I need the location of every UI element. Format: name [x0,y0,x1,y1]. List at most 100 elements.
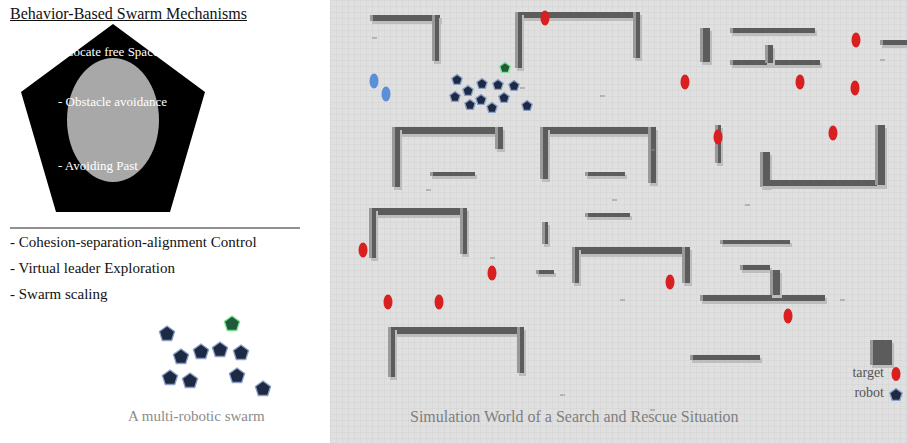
wall [633,12,640,58]
wall-face [515,12,518,68]
caption-label: Simulation World of a Search and Rescue … [410,408,739,426]
wall-face [585,213,588,217]
wall-face [432,15,435,61]
wall-face [495,127,498,149]
debris [620,300,625,301]
target [796,75,805,90]
debris [520,88,525,89]
target [681,75,690,90]
mechanism-pentagon: - Locate free Space- Obstacle avoidance-… [18,22,208,214]
target [714,130,723,145]
mechanism-label: - Cohesion-separation-alignment Control [10,234,257,251]
wall-face [770,270,773,295]
debris [745,205,750,206]
wall-face [369,208,372,258]
target [666,275,675,290]
wall-face [880,40,883,45]
wall [392,127,400,187]
robot [233,345,248,360]
wall-face [536,270,539,274]
leader-robot [224,316,239,331]
wall-face [730,60,733,65]
debris [426,190,431,191]
wall [536,270,554,274]
wall [430,172,475,176]
title: Behavior-Based Swarm Mechanisms [10,5,247,23]
robot [450,92,460,102]
debris [612,200,617,201]
wall [392,127,502,134]
wall [880,40,907,45]
debris [650,150,655,151]
legend-text: target [852,365,884,381]
wall [760,180,885,186]
robot [212,342,227,357]
wall [740,265,770,270]
wall [388,327,523,334]
mechanism-item: - Avoiding Past [58,158,138,174]
wall-face [875,125,878,185]
debris [372,38,377,39]
wall-face [460,208,463,254]
divider [10,228,300,229]
robot [463,86,473,96]
wall-face [730,28,733,33]
wall [542,222,548,244]
target [359,243,368,258]
robot [499,93,509,103]
robot [159,326,174,341]
wall-face [585,172,588,176]
wall [370,15,440,21]
mechanism-label: - Swarm scaling [10,286,107,303]
robot [509,81,519,91]
wall [730,28,815,33]
target [784,309,793,324]
target [384,295,393,310]
target [435,295,444,310]
legend-target [892,367,901,381]
wall-face [572,247,575,283]
wall [460,208,467,254]
robot [477,79,487,89]
wall-face [540,127,543,179]
wall [369,208,467,215]
wall-face [392,127,395,187]
wall-face [690,355,693,360]
wall-face [870,340,873,365]
robot [493,80,503,90]
robot [173,349,188,364]
pentagon [21,24,205,212]
map-ground [330,0,907,443]
robot [255,381,270,396]
wall-face [388,327,391,377]
robot [193,344,208,359]
wall [572,247,687,254]
debris [600,96,605,97]
wall-face [430,172,433,176]
target [852,33,861,48]
wall [515,12,522,68]
robots [159,63,532,396]
wall-face [740,265,743,270]
found-target [382,87,391,102]
mechanism-item: - Locate free Space [58,44,159,60]
wall [515,12,640,18]
wall [765,45,773,63]
robot [452,75,462,85]
walls [369,12,907,410]
wall-face [765,45,768,63]
wall-face [700,295,703,301]
wall [700,28,710,62]
robot [522,101,532,111]
wall-face [648,127,651,183]
target [541,11,550,26]
wall-face [760,180,763,186]
robot [229,368,244,383]
wall [875,125,885,185]
wall [682,247,690,283]
wall [432,15,439,61]
legend-text: robot [854,385,884,401]
targets [359,11,861,324]
wall [690,355,760,360]
